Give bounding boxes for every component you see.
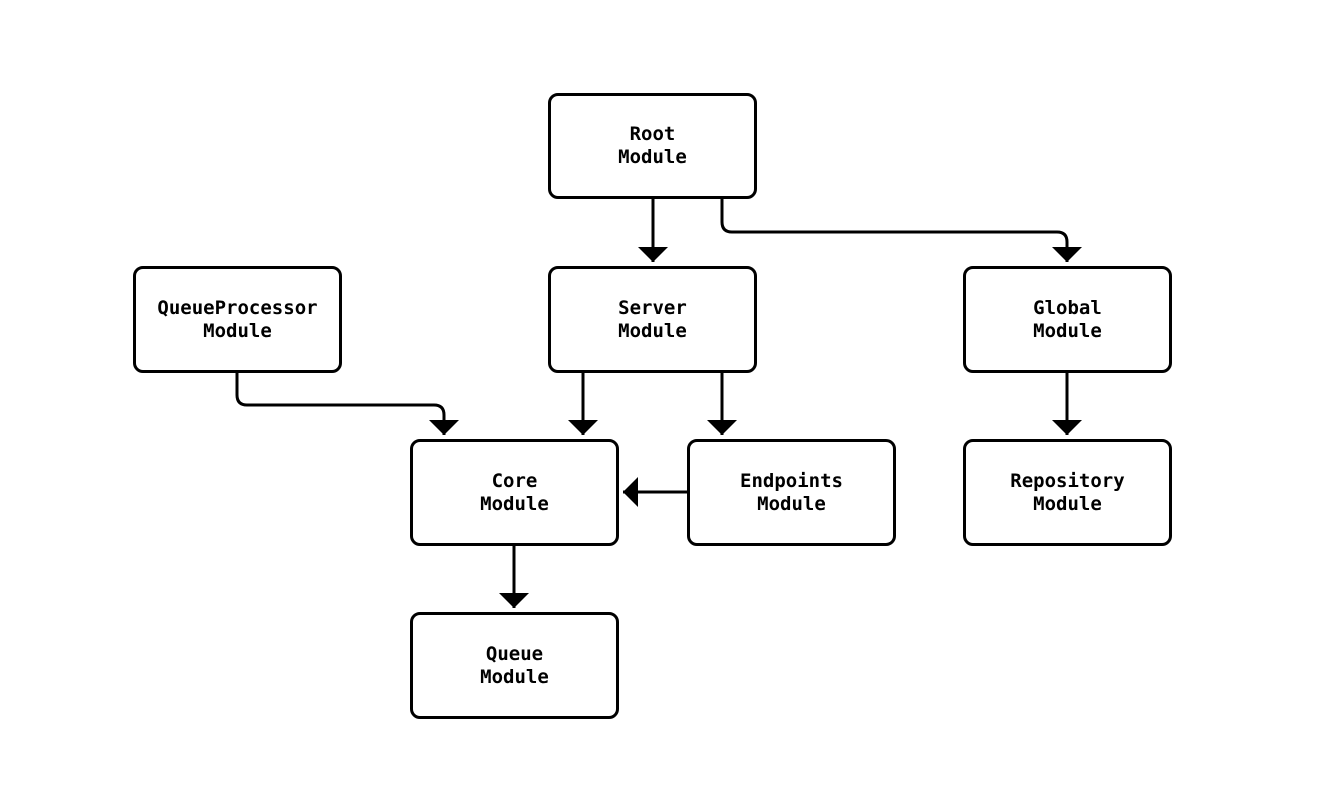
node-global-label-line: Module (1033, 319, 1102, 342)
edge-queue-processor-to-core (235, 373, 459, 435)
node-queue-processor-label-line: Module (203, 319, 272, 342)
node-repository-label-line: Repository (1010, 469, 1125, 492)
edge-group (235, 199, 1082, 608)
node-core-label-line: Module (480, 492, 549, 515)
node-endpoints-label-line: Endpoints (740, 469, 843, 492)
node-repository-label-line: Module (1033, 492, 1102, 515)
node-core-label-line: Core (491, 469, 538, 492)
node-queue-processor-label-line: QueueProcessor (157, 296, 318, 319)
node-root-label-line: Module (618, 146, 687, 168)
node-queue-label-line: Queue (485, 642, 544, 665)
node-root-label-line: Root (629, 123, 676, 146)
edge-root-to-global (720, 199, 1082, 262)
node-server-label-line: Server (618, 296, 687, 319)
node-global-label-line: Global (1033, 296, 1102, 319)
node-queue-label-line: Module (480, 665, 549, 688)
node-server-label-line: Module (618, 319, 687, 342)
node-endpoints-label-line: Module (757, 492, 826, 515)
